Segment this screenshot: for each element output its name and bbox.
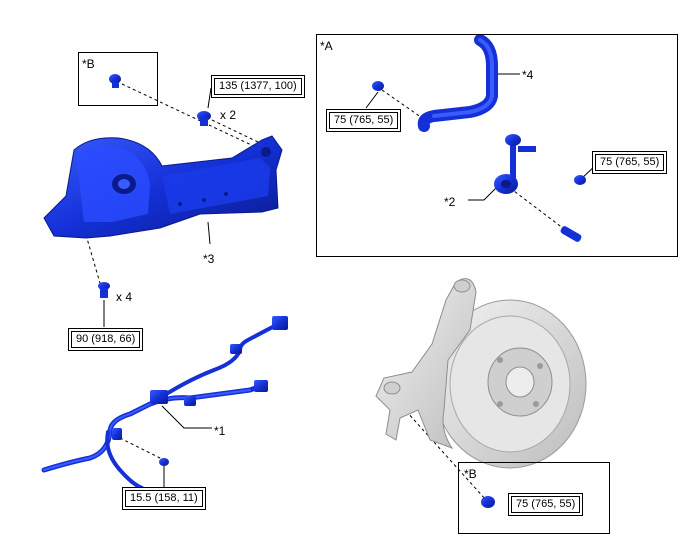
leader-135-bolt <box>211 119 259 143</box>
leader-knuckle <box>397 401 487 501</box>
torque-wire-bolt-value: 15.5 (158, 11) <box>125 490 203 507</box>
torque-arm-bolts-value: 90 (918, 66) <box>71 331 141 348</box>
callout-part-2: *2 <box>444 195 456 209</box>
torque-wire-bolt: 15.5 (158, 11) <box>122 487 206 510</box>
wire-connectors <box>112 316 288 440</box>
callout-part-1: *1 <box>214 424 226 438</box>
bolt-lower-x4 <box>98 282 110 298</box>
torque-knuckle-nut-value: 75 (765, 55) <box>511 496 581 513</box>
wire-bolt <box>159 458 169 466</box>
callout-part-3: *3 <box>203 252 215 266</box>
leader-part-1 <box>161 405 212 429</box>
torque-upper-bolt: 135 (1377, 100) <box>211 75 305 98</box>
torque-link-upper-nut-value: 75 (765, 55) <box>329 112 399 129</box>
callout-a: *A <box>320 39 333 53</box>
leader-link-lower <box>509 187 577 239</box>
torque-link-upper-nut: 75 (765, 55) <box>326 109 402 132</box>
callout-b-bottom: *B <box>464 467 477 481</box>
leader-part-3 <box>207 221 211 245</box>
quantity-upper-bolts: x 2 <box>220 108 237 122</box>
torque-link-lower-nut: 75 (765, 55) <box>592 151 668 174</box>
quantity-lower-bolts: x 4 <box>116 290 133 304</box>
callout-b-top: *B <box>82 57 95 71</box>
steering-knuckle-hub <box>375 278 587 469</box>
bolt-upper-x2 <box>197 111 211 126</box>
dashed-leaders <box>85 83 577 501</box>
torque-link-lower-nut-value: 75 (765, 55) <box>595 154 665 171</box>
leader-part-2 <box>468 183 501 201</box>
callout-part-4: *4 <box>522 68 534 82</box>
bolt-b-top <box>109 74 121 88</box>
knuckle-nut <box>481 496 495 508</box>
leader-torque-link-upper <box>365 91 379 109</box>
torque-upper-bolt-value: 135 (1377, 100) <box>214 78 302 95</box>
leader-arm-lower <box>85 234 103 291</box>
stabilizer-bar <box>417 34 498 132</box>
frame-a <box>316 34 678 257</box>
leader-b-bolt <box>121 83 263 151</box>
stabilizer-link <box>494 134 536 194</box>
link-nuts <box>372 81 586 242</box>
leader-torque-135 <box>207 87 212 109</box>
trailing-arm <box>43 135 283 239</box>
torque-knuckle-nut: 75 (765, 55) <box>508 493 584 516</box>
torque-arm-bolts: 90 (918, 66) <box>68 328 144 351</box>
frame-b-bottom <box>458 462 610 534</box>
frame-b-top <box>78 52 158 106</box>
wire-harness <box>41 320 284 490</box>
leader-wire-bolt <box>119 437 165 461</box>
